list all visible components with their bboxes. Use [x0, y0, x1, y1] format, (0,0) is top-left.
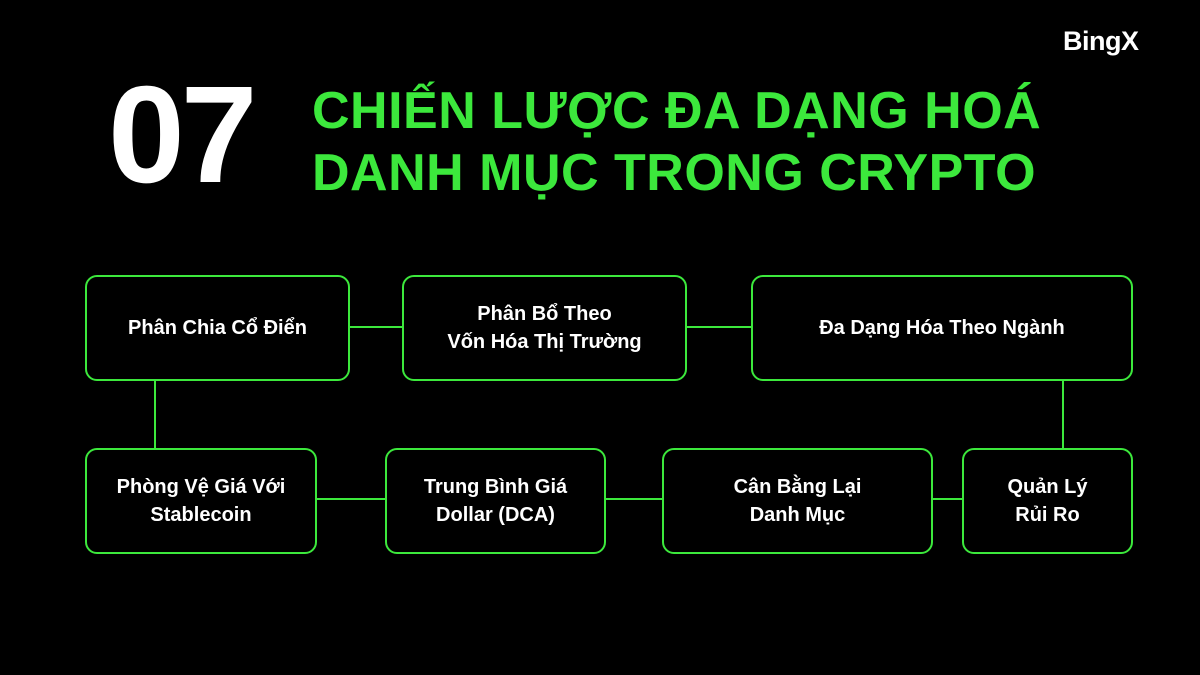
node-sector-diversification: Đa Dạng Hóa Theo Ngành: [751, 275, 1133, 381]
node-label: Vốn Hóa Thị Trường: [447, 331, 642, 353]
node-label: Phân Bổ Theo: [477, 303, 612, 325]
node-label: Rủi Ro: [1015, 504, 1080, 526]
node-rebalancing: Cân Bằng Lại Danh Mục: [662, 448, 933, 554]
title-line-1: CHIẾN LƯỢC ĐA DẠNG HOÁ: [312, 82, 1042, 140]
node-label: Stablecoin: [150, 504, 252, 526]
node-label: Trung Bình Giá: [423, 476, 568, 498]
node-label: Đa Dạng Hóa Theo Ngành: [819, 317, 1065, 339]
page-title: CHIẾN LƯỢC ĐA DẠNG HOÁ DANH MỤC TRONG CR…: [312, 80, 1041, 204]
node-label: Dollar (DCA): [436, 504, 555, 526]
node-dca: Trung Bình Giá Dollar (DCA): [385, 448, 606, 554]
node-classic-allocation: Phân Chia Cổ Điển: [85, 275, 350, 381]
node-label: Phòng Vệ Giá Với: [116, 476, 286, 498]
node-label: Quản Lý: [1007, 476, 1088, 498]
bingx-logo: BingX: [1063, 26, 1139, 56]
node-risk-management: Quản Lý Rủi Ro: [962, 448, 1133, 554]
section-number: 07: [108, 58, 257, 212]
node-stablecoin-hedge: Phòng Vệ Giá Với Stablecoin: [85, 448, 317, 554]
node-label: Cân Bằng Lại: [733, 476, 862, 498]
node-market-cap-allocation: Phân Bổ Theo Vốn Hóa Thị Trường: [402, 275, 687, 381]
title-line-2: DANH MỤC TRONG CRYPTO: [312, 144, 1037, 202]
node-label: Phân Chia Cổ Điển: [128, 317, 307, 339]
node-label: Danh Mục: [749, 504, 846, 526]
